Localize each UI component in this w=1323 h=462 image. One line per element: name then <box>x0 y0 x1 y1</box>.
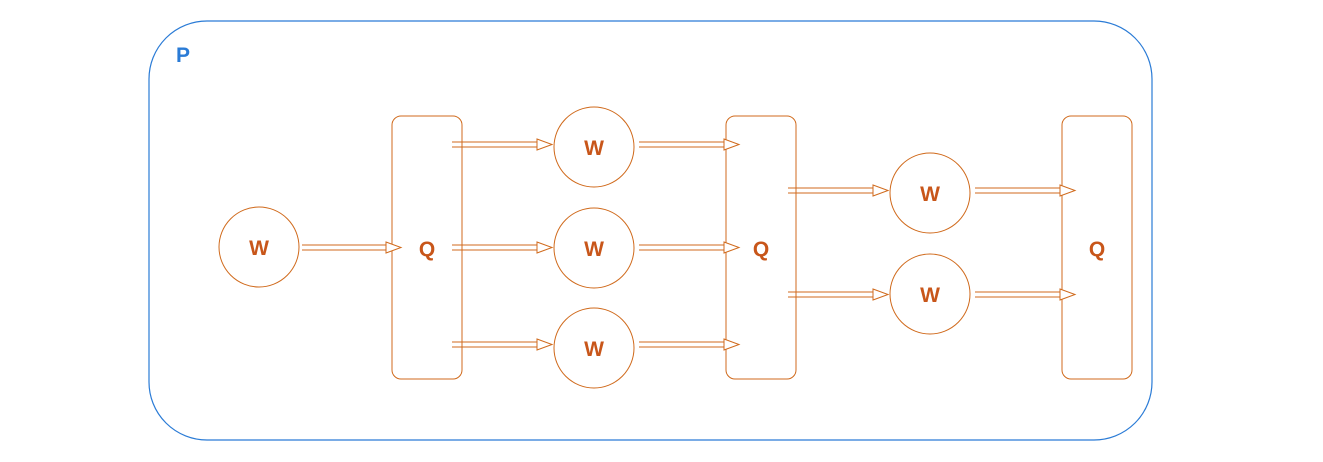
worker-stage2-middle: W <box>553 207 635 289</box>
worker-stage2-top: W <box>553 106 635 188</box>
queue-2: Q <box>725 115 797 380</box>
arrow-worker-bottom-to-queue2 <box>639 338 741 351</box>
arrow-worker-top-to-queue3 <box>975 184 1077 197</box>
worker-label: W <box>584 137 604 160</box>
worker-circle <box>553 106 635 188</box>
queue-label: Q <box>753 238 769 261</box>
arrow-worker-to-queue1 <box>302 241 403 254</box>
worker-label: W <box>920 183 940 206</box>
worker-circle <box>553 307 635 389</box>
worker-label: W <box>584 338 604 361</box>
queue-1: Q <box>391 115 463 380</box>
queue-3: Q <box>1061 115 1133 380</box>
process-label: P <box>176 44 190 67</box>
arrow-queue2-to-worker-bottom <box>788 288 890 301</box>
arrows <box>302 138 1077 351</box>
worker-stage3-top: W <box>889 152 971 234</box>
process-container <box>148 20 1153 441</box>
worker-source: W <box>218 206 300 288</box>
arrow-queue2-to-worker-top <box>788 184 890 197</box>
worker-circle <box>889 152 971 234</box>
worker-label: W <box>920 284 940 307</box>
queue-label: Q <box>419 238 435 261</box>
arrow-queue1-to-worker-middle <box>452 241 554 254</box>
arrow-queue1-to-worker-bottom <box>452 338 554 351</box>
arrow-worker-middle-to-queue2 <box>639 241 741 254</box>
worker-label: W <box>584 238 604 261</box>
arrow-queue1-to-worker-top <box>452 138 554 151</box>
arrow-worker-bottom-to-queue3 <box>975 288 1077 301</box>
worker-circle <box>218 206 300 288</box>
worker-circle <box>889 253 971 335</box>
queue-box <box>1061 115 1133 380</box>
arrow-worker-top-to-queue2 <box>639 138 741 151</box>
worker-stage2-bottom: W <box>553 307 635 389</box>
queue-label: Q <box>1089 238 1105 261</box>
worker-circle <box>553 207 635 289</box>
worker-label: W <box>249 237 269 260</box>
worker-stage3-bottom: W <box>889 253 971 335</box>
